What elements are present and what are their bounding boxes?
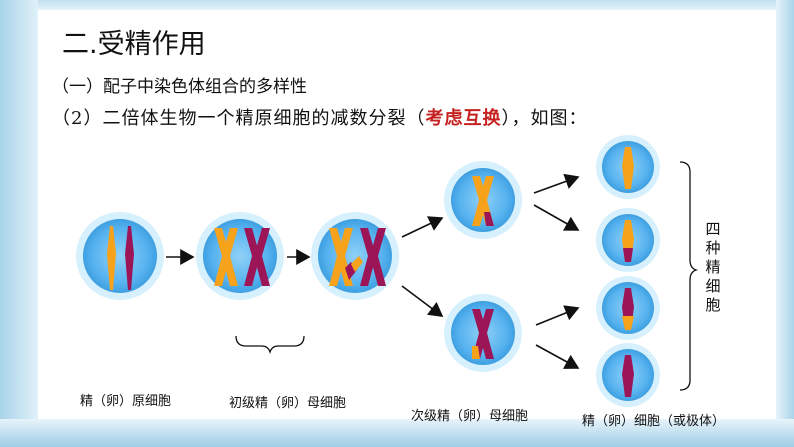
crossover-segment <box>484 212 494 226</box>
arrow <box>401 216 444 238</box>
gamete-4 <box>596 343 660 407</box>
brace-primary <box>235 335 305 355</box>
description-highlight: 考虑互换 <box>425 108 502 129</box>
crossover-segment <box>472 346 480 359</box>
chromosome-orange-x <box>214 228 238 286</box>
cell-secondary-bottom <box>444 294 522 372</box>
arrow <box>533 204 580 231</box>
label-primary: 初级精（卵）母细胞 <box>229 396 347 411</box>
arrow <box>535 344 580 369</box>
chromosome-orange <box>107 226 116 290</box>
cell-crossover <box>311 212 399 300</box>
frame-top <box>0 0 794 10</box>
arrow <box>533 173 580 194</box>
chromosome-purple <box>125 226 134 290</box>
arrows <box>166 173 580 369</box>
frame-left <box>0 0 38 447</box>
label-secondary: 次级精（卵）母细胞 <box>411 409 529 424</box>
frame-bottom <box>0 419 794 447</box>
cell-primary <box>196 212 284 300</box>
brace-gametes <box>679 161 699 391</box>
slide-title: 二.受精作用 <box>62 29 206 60</box>
gamete-2 <box>596 208 660 272</box>
slide-panel <box>38 10 776 419</box>
arrow <box>535 305 580 326</box>
subtitle: （一）配子中染色体组合的多样性 <box>52 77 307 97</box>
chromatid <box>479 309 494 359</box>
description-prefix: （2）二倍体生物一个精原细胞的减数分裂（ <box>52 108 426 129</box>
label-gametes: 精（卵）细胞（或极体） <box>582 414 726 429</box>
description-suffix: ），如图： <box>501 108 588 129</box>
gamete-1 <box>596 135 660 199</box>
chromosome-purple-x <box>351 228 386 286</box>
chromosome-purple-x <box>244 228 270 286</box>
frame-right <box>776 0 794 447</box>
cell-spermatogonium <box>76 212 164 300</box>
label-spermatogonium: 精（卵）原细胞 <box>80 394 172 409</box>
cell-secondary-top <box>444 161 522 239</box>
label-four-sperm: 四种精细胞 <box>705 220 721 314</box>
gamete-3 <box>596 276 660 340</box>
description: （2）二倍体生物一个精原细胞的减数分裂（考虑互换），如图： <box>52 104 587 130</box>
arrow <box>401 285 444 317</box>
cell-body <box>83 219 157 293</box>
